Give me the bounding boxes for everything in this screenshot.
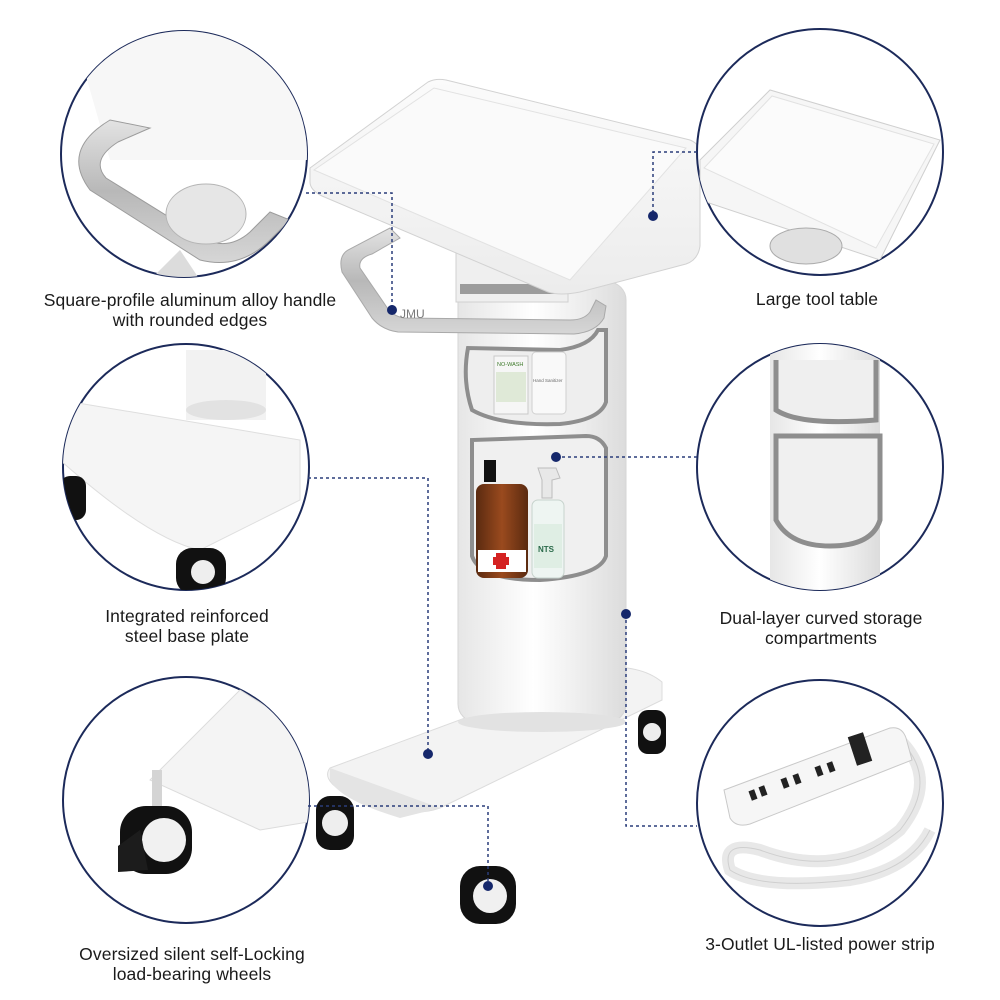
leader-wheels (308, 805, 489, 886)
cart-handle (340, 227, 607, 335)
svg-text:NTS: NTS (538, 545, 555, 554)
leader-handle (306, 192, 393, 310)
caption-storage: Dual-layer curved storage compartments (719, 608, 923, 648)
callout-wheels (62, 676, 310, 924)
wheel-back-right (638, 710, 666, 754)
callout-storage (696, 343, 944, 591)
wheel-front-right (460, 866, 516, 924)
leader-table (652, 151, 697, 216)
caption-table: Large tool table (755, 289, 879, 309)
callout-table (696, 28, 944, 276)
svg-text:NO-WASH: NO-WASH (497, 362, 523, 368)
callout-base (62, 343, 310, 591)
callout-power (696, 679, 944, 927)
caption-base: Integrated reinforced steel base plate (105, 606, 269, 646)
wheel-front-left (316, 796, 354, 850)
cart-main: JMU NO-WASH Hand Sanitizer NTS (309, 78, 701, 924)
leader-power (625, 614, 697, 827)
svg-text:Hand Sanitizer: Hand Sanitizer (533, 378, 563, 383)
caption-power: 3-Outlet UL-listed power strip (705, 934, 935, 954)
caption-wheels: Oversized silent self-Locking load-beari… (79, 944, 305, 984)
caption-handle: Square-profile aluminum alloy handle wit… (43, 290, 337, 330)
brand-logo: JMU (400, 307, 425, 321)
leader-base (308, 477, 429, 754)
callout-handle (60, 30, 308, 278)
